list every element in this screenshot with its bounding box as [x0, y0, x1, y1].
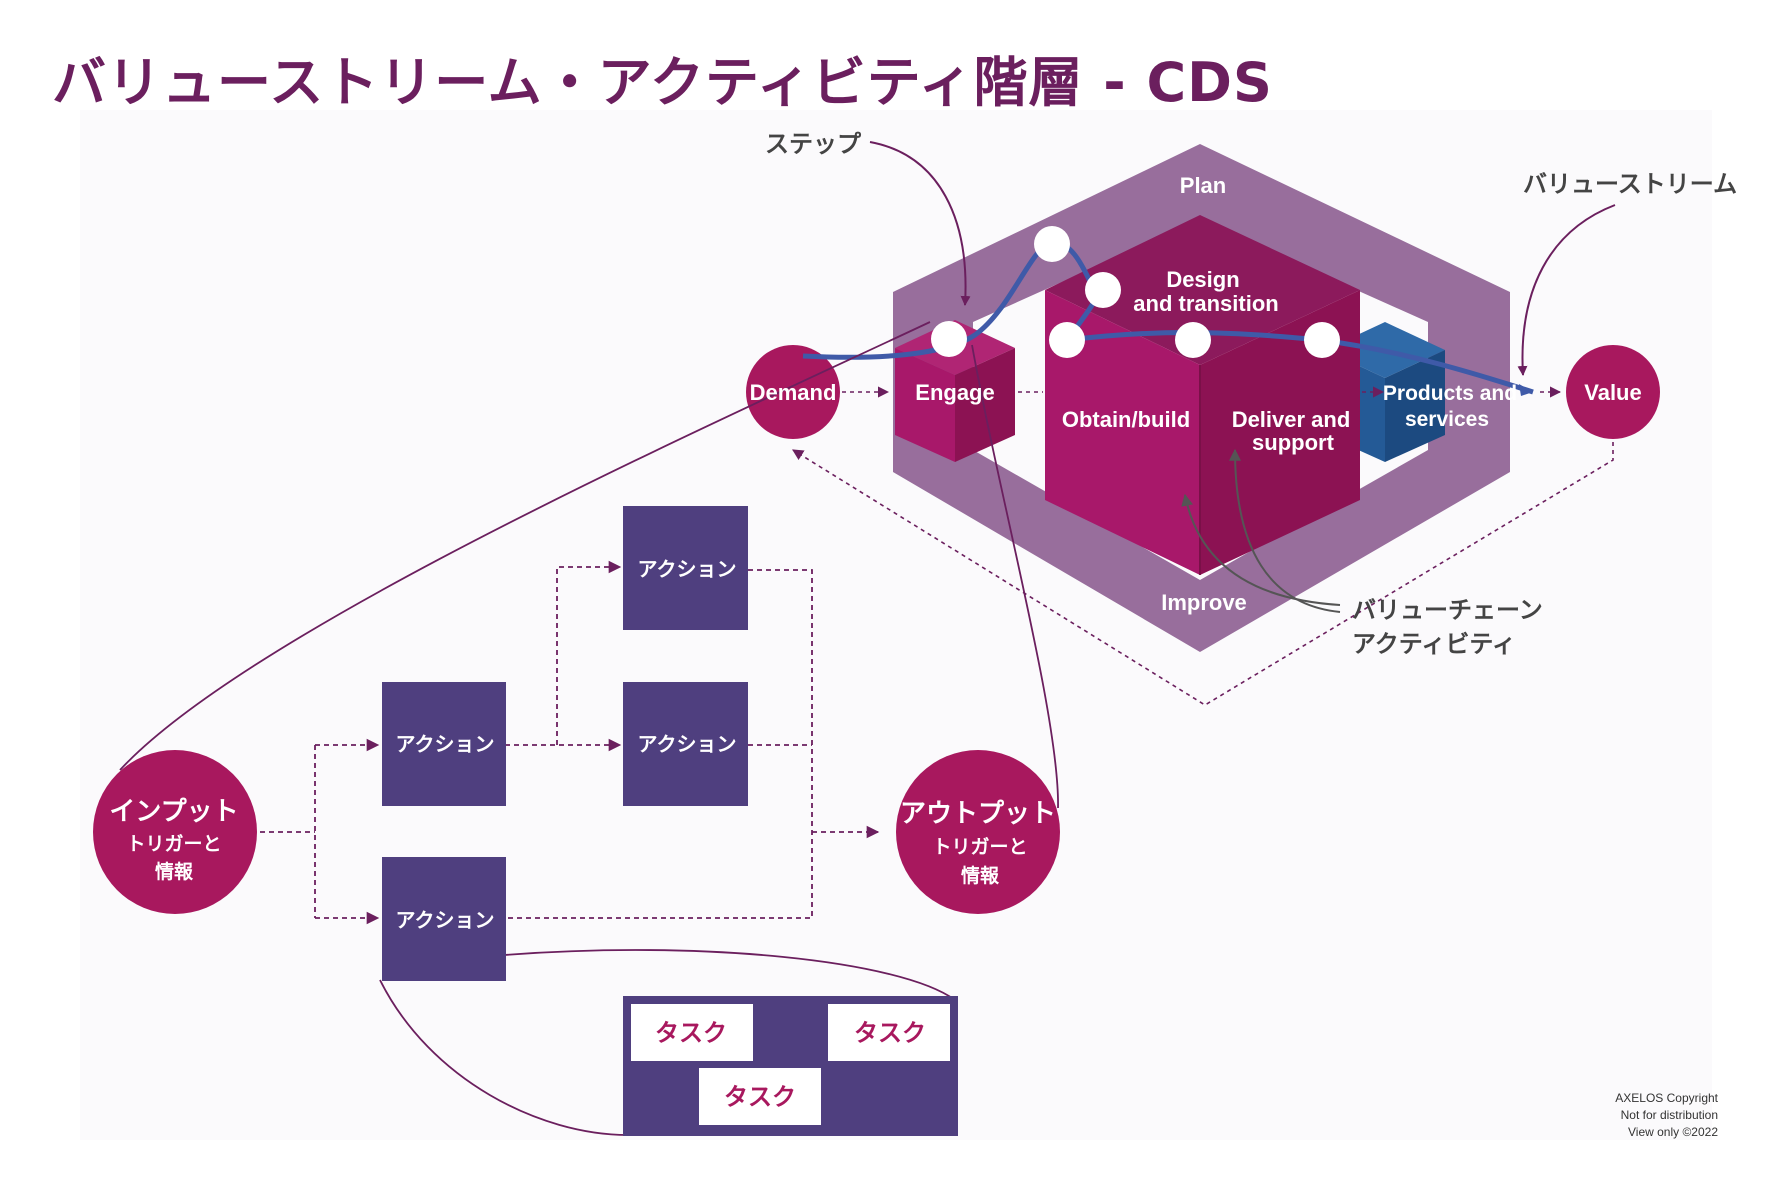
task-box-2 — [828, 1004, 950, 1061]
action-box-4 — [382, 857, 506, 981]
value-chain-callout-line-1 — [1181, 493, 1341, 606]
output-circle — [896, 750, 1060, 914]
task-label-2: タスク — [854, 1020, 926, 1047]
value-circle — [1566, 345, 1660, 439]
zoom-line-output — [971, 344, 1059, 809]
products-label-line2: services — [1405, 408, 1489, 431]
arrow-to-action-2 — [556, 560, 622, 745]
task-label-3: タスク — [724, 1084, 796, 1111]
input-title: インプット — [109, 796, 238, 826]
step-circle — [1085, 272, 1121, 308]
design-label-line1: Design — [1166, 267, 1239, 292]
page-title: バリューストリーム・アクティビティ階層 - CDS — [52, 51, 1273, 114]
action-label-1: アクション — [396, 733, 495, 756]
engage-label: Engage — [915, 380, 994, 405]
value-chain-callout-line2: アクティビティ — [1352, 631, 1516, 658]
deliver-label-line2: support — [1252, 430, 1335, 455]
copyright-line-1: AXELOS Copyright — [1615, 1091, 1718, 1105]
zoom-line-task-top — [504, 949, 956, 1001]
zoom-line-task-bottom — [379, 979, 629, 1136]
step-circle — [1034, 226, 1070, 262]
obtain-build-label: Obtain/build — [1062, 407, 1190, 432]
copyright-notice: AXELOS Copyright Not for distribution Vi… — [1580, 1090, 1718, 1141]
demand-label: Demand — [750, 380, 837, 405]
value-chain-callout-line-2 — [1229, 448, 1341, 613]
service-value-chain-hexagon — [893, 144, 1510, 652]
actions-merge-line — [505, 569, 813, 919]
task-box-1 — [631, 1004, 753, 1061]
step-circles — [931, 226, 1340, 358]
products-label-line1: Products and — [1383, 382, 1517, 405]
copyright-line-2: Not for distribution — [1620, 1108, 1718, 1122]
feedback-loop-arrow — [792, 442, 1614, 706]
step-circle — [1304, 322, 1340, 358]
value-label: Value — [1584, 380, 1641, 405]
action-label-4: アクション — [396, 909, 495, 932]
step-callout-label: ステップ — [765, 131, 862, 158]
demand-circle — [746, 345, 840, 439]
value-chain-callout-line1: バリューチェーン — [1352, 597, 1543, 624]
action-box-2 — [623, 506, 748, 630]
output-line3: 情報 — [961, 864, 1000, 887]
output-line2: トリガーと — [932, 836, 1027, 858]
action-label-3: アクション — [638, 733, 737, 756]
plan-label: Plan — [1180, 173, 1226, 198]
input-circle — [93, 750, 257, 914]
step-callout-line — [869, 141, 971, 306]
step-circle — [1049, 322, 1085, 358]
step-circle — [931, 321, 967, 357]
copyright-line-3: View only ©2022 — [1627, 1125, 1718, 1139]
design-label-line2: and transition — [1133, 291, 1278, 316]
output-title: アウトプット — [900, 798, 1056, 828]
task-box-3 — [699, 1068, 821, 1125]
action-box-3 — [623, 682, 748, 806]
step-circle — [1175, 322, 1211, 358]
value-stream-callout-label: バリューストリーム — [1523, 171, 1737, 198]
zoom-line-input — [119, 321, 931, 771]
input-line2: トリガーと — [126, 833, 221, 855]
improve-label: Improve — [1161, 590, 1247, 615]
input-line3: 情報 — [155, 860, 194, 883]
value-stream-callout-line — [1517, 204, 1616, 376]
task-label-1: タスク — [655, 1020, 727, 1047]
action-box-1 — [382, 682, 506, 806]
action-label-2: アクション — [638, 558, 737, 581]
deliver-label-line1: Deliver and — [1232, 407, 1351, 432]
value-stream-arrowhead — [1519, 384, 1533, 396]
